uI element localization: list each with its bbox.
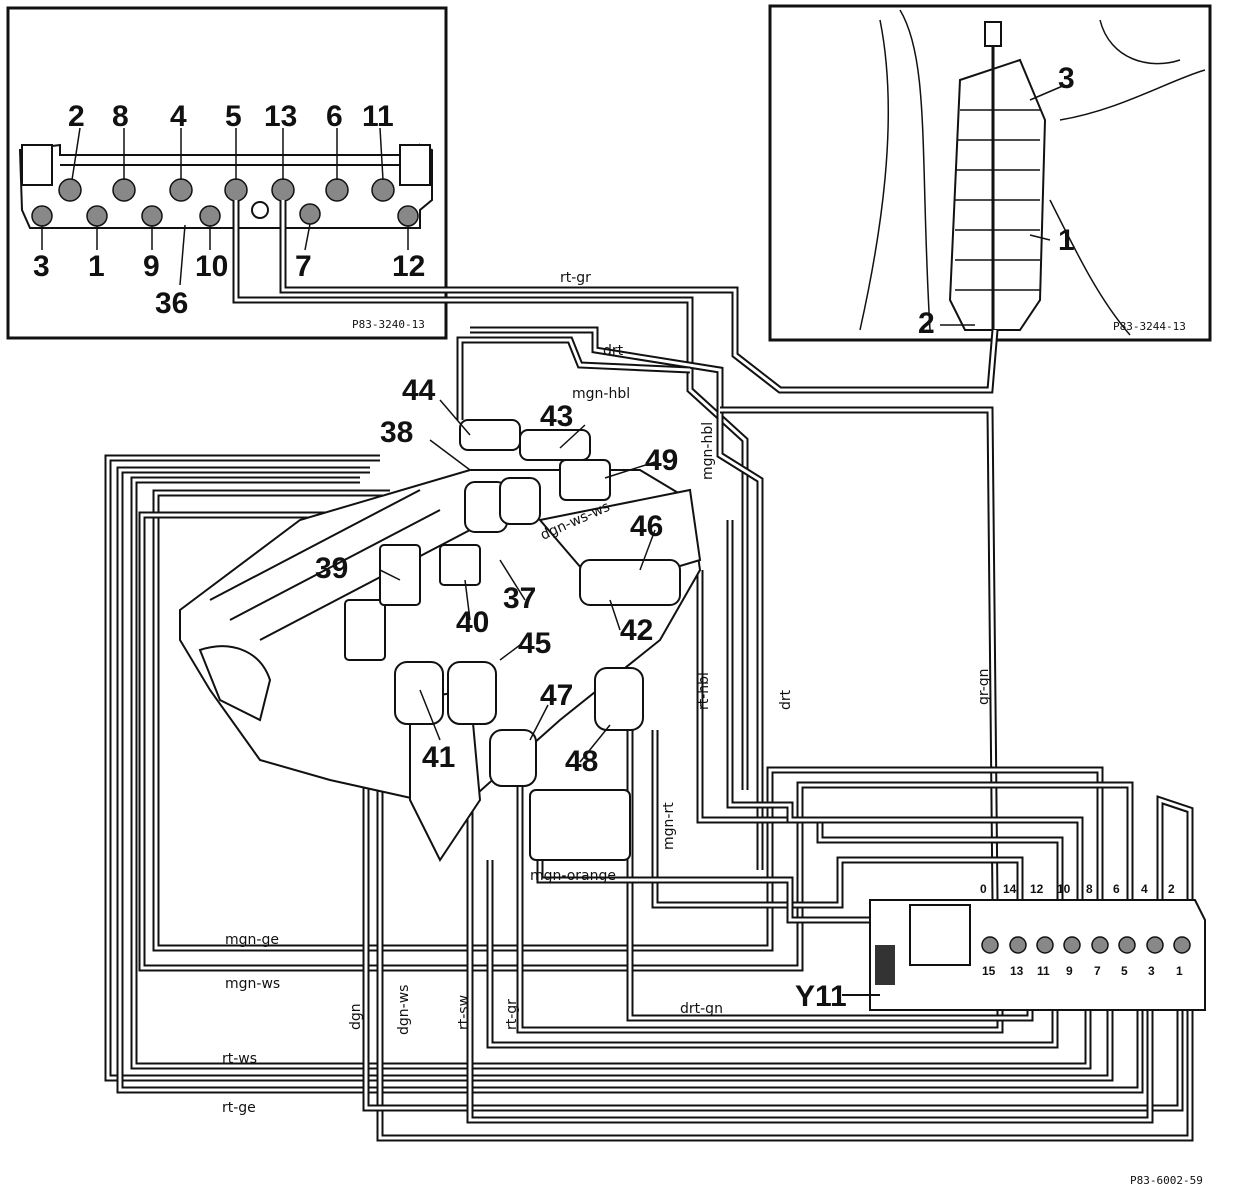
inset-callout-9: 9	[143, 250, 160, 283]
inset-callout-8: 8	[112, 100, 129, 133]
wire-label-rt-hbl: rt-hbl	[696, 672, 712, 710]
callout-44: 44	[402, 374, 436, 407]
wire-label-mgn-rt: mgn-rt	[661, 802, 677, 850]
wire-label-rt-gr-top: rt-gr	[560, 270, 591, 286]
callout-39: 39	[315, 552, 348, 585]
switchover-valve-y11: 0 14 12 10 8 6 4 2 15 13 11 9 7 5 3 1 Y1…	[795, 882, 1206, 1013]
right-callout-3: 3	[1058, 62, 1075, 95]
terminal-label-9: 9	[1066, 964, 1073, 978]
right-callout-2: 2	[918, 307, 935, 340]
inset-callout-6: 6	[326, 100, 343, 133]
wire-label-mgn-ge: mgn-ge	[225, 932, 279, 948]
wire-label-rt-ws: rt-ws	[222, 1051, 257, 1067]
bellows-group	[344, 419, 681, 861]
terminal-label-10: 10	[1057, 882, 1071, 896]
terminal-label-8: 8	[1086, 882, 1093, 896]
inset-callout-7: 7	[295, 250, 312, 283]
inset-callout-13: 13	[264, 100, 297, 133]
wire-label-mgn-orange: mgn-orange	[530, 868, 616, 884]
wire-label-mgn-hbl: mgn-hbl	[572, 386, 630, 402]
inset-ports-bottom	[31, 201, 419, 227]
inset-callout-5: 5	[225, 100, 242, 133]
wire-label-drt-top: drt	[603, 343, 624, 359]
wire-label-mgn-ws: mgn-ws	[225, 976, 280, 992]
terminal-label-12: 12	[1030, 882, 1044, 896]
wire-label-mgn-hbl-vert: mgn-hbl	[700, 422, 716, 480]
wire-label-gr-gn: gr-gn	[976, 668, 992, 705]
terminal-label-4: 4	[1141, 882, 1148, 896]
terminal-ports-top	[981, 936, 1191, 954]
terminal-label-15: 15	[982, 964, 996, 978]
inset-ports-top	[58, 178, 395, 202]
callout-38: 38	[380, 416, 413, 449]
callout-47: 47	[540, 679, 573, 712]
inset-right-panel: 3 1 2 P83-3244-13	[768, 4, 1212, 342]
inset-callout-3: 3	[33, 250, 50, 283]
callout-40: 40	[456, 606, 489, 639]
terminal-label-1: 1	[1176, 964, 1183, 978]
callout-43: 43	[540, 400, 573, 433]
terminal-label-3: 3	[1148, 964, 1155, 978]
callout-45: 45	[518, 627, 551, 660]
wire-label-rt-sw: rt-sw	[456, 995, 472, 1030]
terminal-label-14: 14	[1003, 882, 1017, 896]
terminal-label-7: 7	[1094, 964, 1101, 978]
wire-label-rt-gr: rt-gr	[504, 999, 520, 1030]
inset-right-ref: P83-3244-13	[1113, 320, 1186, 333]
inset-callout-2: 2	[68, 100, 85, 133]
callout-46: 46	[630, 510, 663, 543]
callout-41: 41	[422, 741, 455, 774]
right-callout-1: 1	[1058, 224, 1075, 257]
valve-block-assembly: 44 43 38 49 46 39 37 40 45 42 47 41 48	[179, 374, 702, 862]
wire-label-dgn-ws: dgn-ws	[396, 985, 412, 1035]
terminal-label-13: 13	[1010, 964, 1024, 978]
terminal-label-11: 11	[1037, 964, 1050, 978]
diagram-ref: P83-6002-59	[1130, 1174, 1203, 1187]
terminal-label-5: 5	[1121, 964, 1128, 978]
inset-callout-12: 12	[392, 250, 425, 283]
wire-label-drt-gn: drt-gn	[680, 1001, 723, 1017]
inset-callout-4: 4	[170, 100, 187, 133]
inset-left-ref: P83-3240-13	[352, 318, 425, 331]
callout-37: 37	[503, 582, 536, 615]
terminal-label-2: 2	[1168, 882, 1175, 896]
callout-42: 42	[620, 614, 653, 647]
callout-y11: Y11	[795, 980, 847, 1013]
wire-label-dgn: dgn	[348, 1003, 364, 1030]
inset-callout-10: 10	[195, 250, 228, 283]
callout-48: 48	[565, 745, 598, 778]
inset-callout-11: 11	[362, 100, 394, 133]
inset-callout-36: 36	[155, 287, 188, 320]
inset-left-panel: 2 8 4 5 13 6 11 3 1 9 10 7 12 36 P83-324…	[6, 6, 448, 340]
wire-label-drt-vert: drt	[778, 689, 794, 710]
terminal-label-6: 6	[1113, 882, 1120, 896]
callout-49: 49	[645, 444, 678, 477]
wire-label-rt-ge: rt-ge	[222, 1100, 256, 1116]
terminal-label-0: 0	[980, 882, 987, 896]
inset-callout-1: 1	[88, 250, 105, 283]
